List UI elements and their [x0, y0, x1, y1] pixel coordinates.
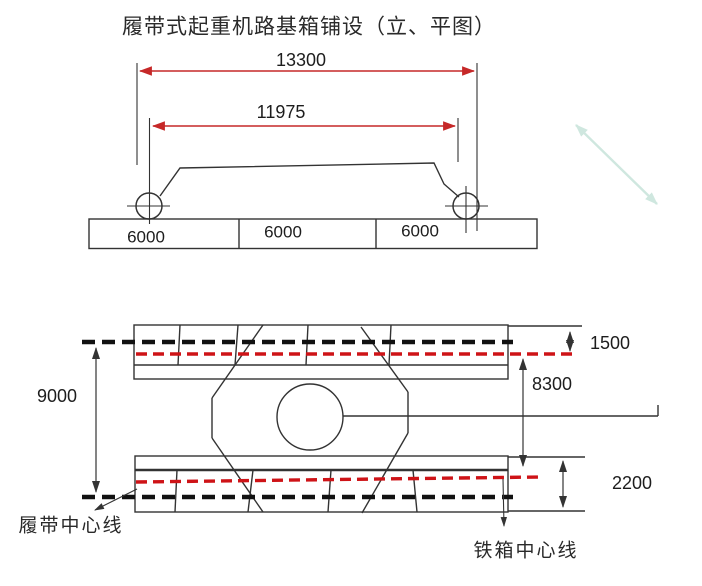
crane-body-outline: [211, 324, 409, 514]
roadbed-box-strip-elevation: [88, 218, 538, 250]
dim-2200-label: 2200: [611, 473, 653, 493]
dim-13300-label: 13300: [275, 50, 327, 70]
box-6000-label-2: 6000: [264, 222, 302, 242]
ironbox-centerline-leader: [500, 478, 508, 527]
dim-11975-label: 11975: [256, 102, 306, 122]
slewing-ring-circle: [276, 383, 344, 451]
dim-1500-label: 1500: [589, 333, 631, 353]
box-6000-label-1: 6000: [127, 227, 165, 247]
dim-8300-label: 8300: [531, 374, 573, 394]
ironbox-centerline-bottom: [135, 475, 541, 484]
right-track-wheel: [445, 186, 488, 233]
dim-9000-label: 9000: [36, 386, 78, 406]
roadbed-strip-bottom: [134, 455, 585, 513]
crane-body-profile: [159, 162, 460, 198]
roadbed-strip-top: [133, 324, 582, 380]
extension-lines: [136, 63, 478, 231]
pale-teal-arrow: [575, 124, 658, 205]
drawing-title: 履带式起重机路基箱铺设（立、平图）: [122, 14, 496, 39]
elevation-view: [88, 63, 538, 250]
left-track-wheel: [127, 118, 170, 224]
crawler-centerline-leader: [94, 488, 138, 511]
box-6000-label-3: 6000: [401, 221, 439, 241]
ironbox-centerline-label: 铁箱中心线: [473, 540, 579, 562]
crawler-centerline-label: 履带中心线: [18, 515, 124, 537]
